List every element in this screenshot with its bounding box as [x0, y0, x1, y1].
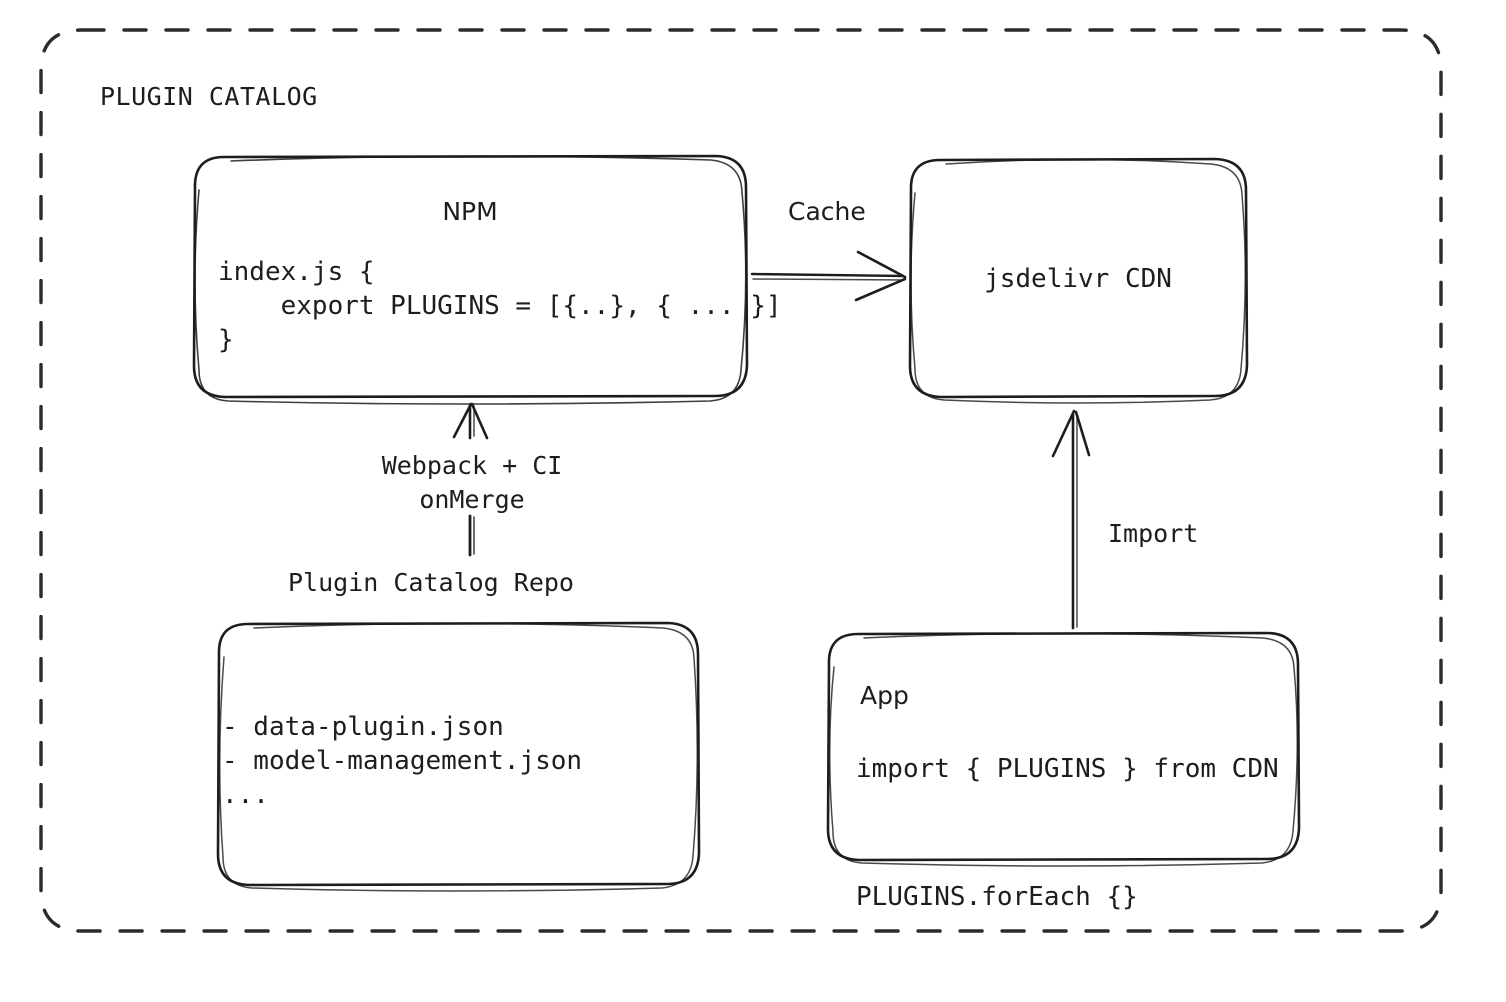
repo-node-code: - data-plugin.json - model-management.js… [222, 712, 583, 810]
cache-edge-label: Cache [788, 197, 866, 226]
app-node-code: import { PLUGINS } from CDN PLUGINS.forE… [856, 754, 1279, 912]
npm-node-title: NPM [442, 197, 498, 226]
cdn-node-title: jsdelivr CDN [984, 264, 1172, 294]
npm-node-code: index.js { export PLUGINS = [{..}, { ...… [218, 257, 782, 355]
page-title: PLUGIN CATALOG [100, 82, 318, 111]
build-edge-label: Webpack + CI onMerge [381, 451, 563, 514]
repo-node-label: Plugin Catalog Repo [288, 568, 574, 597]
app-node-title: App [860, 681, 909, 710]
import-edge-label: Import [1108, 519, 1199, 548]
import-arrow [1051, 409, 1091, 630]
